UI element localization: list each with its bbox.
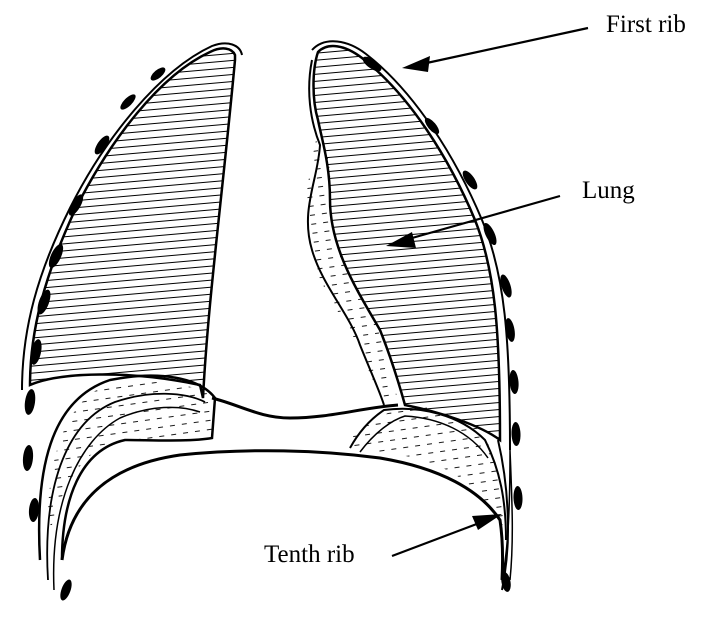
ribs-left — [362, 56, 523, 592]
label-first-rib: First rib — [606, 11, 686, 38]
arrow-first-rib — [402, 26, 589, 72]
label-tenth-rib: Tenth rib — [264, 541, 355, 568]
arrow-lung — [386, 194, 561, 248]
arrow-tenth-rib — [391, 514, 502, 558]
pleural-recess-right — [47, 381, 215, 540]
ribs-right — [22, 67, 166, 601]
pleura-outlines — [37, 374, 514, 591]
lung-right — [21, 42, 243, 399]
label-lung: Lung — [582, 177, 635, 204]
